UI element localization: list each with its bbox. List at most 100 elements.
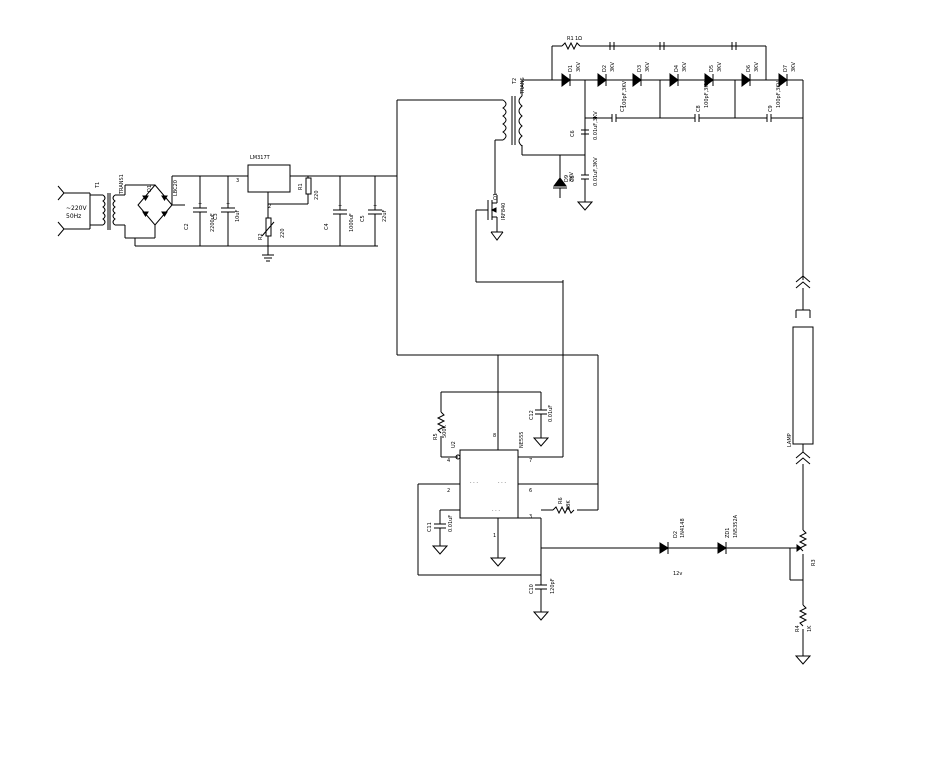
r1-value: 220 <box>314 190 320 200</box>
t1-label: T1 <box>95 182 101 189</box>
pin-8: 8 <box>493 433 496 439</box>
ac-terminal-top <box>57 185 65 201</box>
t2-label: T2 <box>512 78 518 85</box>
c4-label: C4 <box>324 223 330 230</box>
lamp-tube <box>792 326 814 445</box>
r4-value: 1K <box>807 625 813 632</box>
resistor-r3: R3 <box>789 529 817 581</box>
c4-value: 1000uF <box>349 213 355 232</box>
c11-value: 0.01uF <box>448 515 454 532</box>
hv-multiplier: R1 1Ω <box>521 36 803 96</box>
lm317-body <box>247 164 291 193</box>
d1-label: D1 <box>147 185 153 192</box>
svg-text:3KV: 3KV <box>645 62 651 72</box>
zd1-label: ZD1 <box>725 528 731 538</box>
capacitor-c5: + C5 22uF <box>360 176 388 246</box>
q1-part: IRF840 <box>501 203 507 220</box>
ground-r4 <box>794 655 812 665</box>
transformer-t2: T2 TRANS <box>494 77 526 195</box>
r5-label: R5 <box>433 433 439 440</box>
c8-value: 100pF,3KV <box>704 80 710 108</box>
svg-text:D5: D5 <box>709 65 715 72</box>
diode-d3: D3 3KV <box>632 62 651 87</box>
svg-text:D2: D2 <box>602 65 608 72</box>
zener-zd1 <box>717 542 727 554</box>
svg-text:D4: D4 <box>674 65 680 72</box>
ne555-dots-2: · · · <box>498 480 506 486</box>
rf1-resistor <box>561 41 581 51</box>
regulator-lm317: LM317T 3 2 <box>236 155 291 214</box>
capacitor-c2: + C2 2200uF <box>184 176 216 246</box>
r6-label: R6 <box>558 497 564 504</box>
lm317-pin-in: 3 <box>236 178 239 184</box>
pin-4: 4 <box>447 458 450 464</box>
capacitor-c12: C12 0.01uF <box>498 391 554 447</box>
svg-text:3KV: 3KV <box>576 62 582 72</box>
r6-value: 68K <box>566 500 572 510</box>
r2-label: R2 <box>258 233 264 240</box>
diode-d7: D7 3KV <box>778 62 797 87</box>
resistor-r5: R5 500K <box>433 392 448 457</box>
svg-text:D3: D3 <box>637 65 643 72</box>
resistor-r4: R4 1K <box>794 580 813 665</box>
c2-label: C2 <box>184 223 190 230</box>
lamp: LAMP <box>787 326 814 530</box>
bridge-outline <box>137 184 173 226</box>
bridge-diode-3 <box>142 211 149 217</box>
c3-plus: + <box>226 201 230 207</box>
ne555-dots-1: · · · <box>470 480 478 486</box>
c12-label: C12 <box>529 410 535 420</box>
c9-value: 100pF,3KV <box>776 80 782 108</box>
capacitor-c4: + C4 1000uF <box>324 176 355 246</box>
ground-hv <box>576 201 594 211</box>
ac-input: ~220V 50Hz <box>57 185 91 237</box>
t1-primary-coil <box>102 194 106 226</box>
c3-label: C3 <box>213 213 219 220</box>
svg-text:3KV: 3KV <box>791 62 797 72</box>
hv-diodes: D1 3KV D2 3KV D3 3KV D4 3KV D5 3KV D6 3K… <box>561 62 797 87</box>
mosfet-q1: Q1 IRF840 <box>475 193 507 282</box>
ground-c11 <box>431 545 449 555</box>
t2-primary-coil <box>502 99 507 141</box>
ground-c12 <box>532 437 550 447</box>
pin-1: 1 <box>493 533 496 539</box>
c7-label: C7 <box>620 105 626 112</box>
capacitor-c11: C11 0.01uF <box>427 509 460 555</box>
resistor-r2: R2 220 <box>258 214 286 262</box>
svg-text:3KV: 3KV <box>717 62 723 72</box>
source-frequency: 50Hz <box>66 213 81 220</box>
pin-3: 3 <box>529 514 532 520</box>
diode-d5: D5 3KV <box>704 62 723 87</box>
c2-plus: + <box>198 201 202 207</box>
diode-d4: D4 3KV <box>669 62 688 87</box>
d1-part: LBC20 <box>173 180 179 196</box>
t1-secondary-coil <box>112 194 116 226</box>
pin-2: 2 <box>447 488 450 494</box>
diode-d2: D2 3KV <box>597 62 616 87</box>
svg-text:D1: D1 <box>568 65 574 72</box>
svg-text:3KV: 3KV <box>682 62 688 72</box>
capacitor-c3: + C3 10uF <box>213 176 241 246</box>
r5-value: 500K <box>442 424 448 438</box>
ac-terminal-bottom <box>57 221 65 237</box>
diode-d1: D1 3KV <box>561 62 582 87</box>
hv-output-line <box>795 80 811 318</box>
c5-value: 22uF <box>382 209 388 222</box>
c6-label: C6 <box>570 130 576 137</box>
q1-label: Q1 <box>493 193 499 200</box>
c4-plus: + <box>338 203 342 209</box>
u2-part: NE555 <box>519 432 525 448</box>
diode-d9: D9 3KV <box>553 155 575 198</box>
r1-body <box>305 177 312 195</box>
hv-lower-caps: C7 100pF,3KV C8 100pF,3KV C9 100pF,3KV C… <box>521 80 803 211</box>
r1-label: R1 <box>298 183 304 190</box>
timer-ne555: U2 NE555 4 8 2 7 6 3 1 · · · · · · · · · <box>417 280 598 576</box>
lm317-pin-adj: 2 <box>268 204 271 210</box>
pin-6: 6 <box>529 488 532 494</box>
transformer-t1: T1 TRANS1 <box>90 174 125 230</box>
lamp-label: LAMP <box>787 433 793 447</box>
c7-value: 100pF,3KV <box>622 80 628 108</box>
svg-text:3KV: 3KV <box>754 62 760 72</box>
c10hv-value: 0.01uF,3KV <box>593 157 599 186</box>
